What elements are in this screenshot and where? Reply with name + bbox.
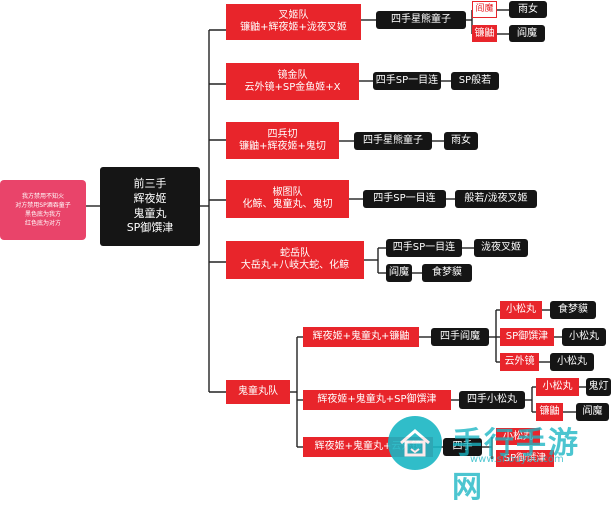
pick-node: 四手SP一目连: [386, 239, 462, 257]
pick-node: 四手阎魔: [431, 328, 489, 346]
team-sheyue: 蛇岳队 大岳丸+八岐大蛇、化鲸: [226, 241, 364, 279]
pick-node: 四手SP一目连: [373, 72, 441, 90]
root-line: SP御馔津: [126, 221, 174, 235]
team-name: 蛇岳队: [280, 248, 310, 260]
legend-box: 我方禁用不知火 对方禁用SP酒吞童子 黑色底为我方 红色底为对方: [0, 180, 86, 240]
option-node: 镰鼬: [472, 25, 497, 42]
team-lineup: 镰鼬+辉夜姬+泷夜叉姬: [240, 22, 347, 33]
result-node: SP般若: [451, 72, 499, 90]
option-node: 云外镜: [500, 353, 539, 371]
team-name: 四兵切: [267, 128, 298, 140]
result-node: 鬼灯: [586, 378, 611, 396]
result-node: 雨女: [444, 132, 478, 150]
team-lineup: 云外镜+SP金鱼姬+X: [244, 81, 341, 93]
option-node: 阎魔: [472, 1, 497, 18]
root-line: 前三手: [133, 176, 167, 190]
result-node: 阎魔: [576, 403, 609, 421]
team-lineup: 大岳丸+八岐大蛇、化鲸: [240, 260, 350, 271]
result-node: 食梦貘: [550, 301, 596, 319]
team-chaji: 叉姬队 镰鼬+辉夜姬+泷夜叉姬: [226, 4, 361, 40]
option-node: 镰鼬: [536, 403, 563, 421]
legend-line: 黑色底为我方: [24, 211, 61, 218]
team-lineup: 镰鼬+辉夜姬+鬼切: [239, 140, 326, 152]
watermark-house-icon: [388, 416, 442, 470]
sub-lineup: 辉夜姬+鬼童丸+SP御馔津: [303, 390, 451, 410]
result-node: 雨女: [509, 1, 547, 18]
team-lineup: 化鲸、鬼童丸、鬼切: [242, 199, 333, 210]
team-guitongwan: 鬼童丸队: [226, 380, 290, 404]
result-node: 般若/泷夜叉姬: [455, 190, 537, 208]
team-name: 椒图队: [272, 187, 303, 199]
pick-node: 四手: [443, 438, 482, 456]
team-jingjin: 镜金队 云外镜+SP金鱼姬+X: [226, 63, 359, 100]
team-name: 镜金队: [277, 69, 308, 81]
legend-line: 对方禁用SP酒吞童子: [15, 202, 71, 209]
pick-node: 四手星熊童子: [376, 11, 466, 29]
team-jiaotu: 椒图队 化鲸、鬼童丸、鬼切: [226, 180, 349, 218]
legend-line: 红色底为对方: [24, 220, 61, 227]
result-node: 阎魔: [509, 25, 545, 42]
option-node: 小松丸: [500, 301, 542, 319]
root-line: 鬼童丸: [133, 206, 167, 220]
team-name: 叉姬队: [278, 10, 309, 22]
option-node: 小松丸: [536, 378, 579, 396]
result-node: 泷夜叉姬: [474, 239, 528, 257]
option-node: SP御馔津: [500, 328, 554, 346]
pick-node: 四手星熊童子: [354, 132, 432, 150]
pick-node: 四手SP一目连: [363, 190, 446, 208]
result-node: 食梦貘: [422, 264, 472, 282]
legend-line: 我方禁用不知火: [21, 193, 64, 200]
option-node: 阎魔: [386, 264, 412, 282]
option-node: SP御馔津: [496, 450, 554, 467]
sub-lineup: 辉夜姬+鬼童丸+镰鼬: [303, 327, 419, 347]
root-line: 辉夜姬: [133, 191, 167, 205]
option-node: 小松丸: [496, 428, 540, 445]
root-first-three-picks: 前三手 辉夜姬 鬼童丸 SP御馔津: [100, 167, 200, 246]
team-sibingqie: 四兵切 镰鼬+辉夜姬+鬼切: [226, 122, 339, 159]
result-node: 小松丸: [550, 353, 594, 371]
pick-node: 四手小松丸: [459, 391, 525, 409]
watermark-url: www.shouyou.com: [470, 454, 564, 465]
result-node: 小松丸: [562, 328, 606, 346]
team-name: 鬼童丸队: [238, 386, 278, 398]
